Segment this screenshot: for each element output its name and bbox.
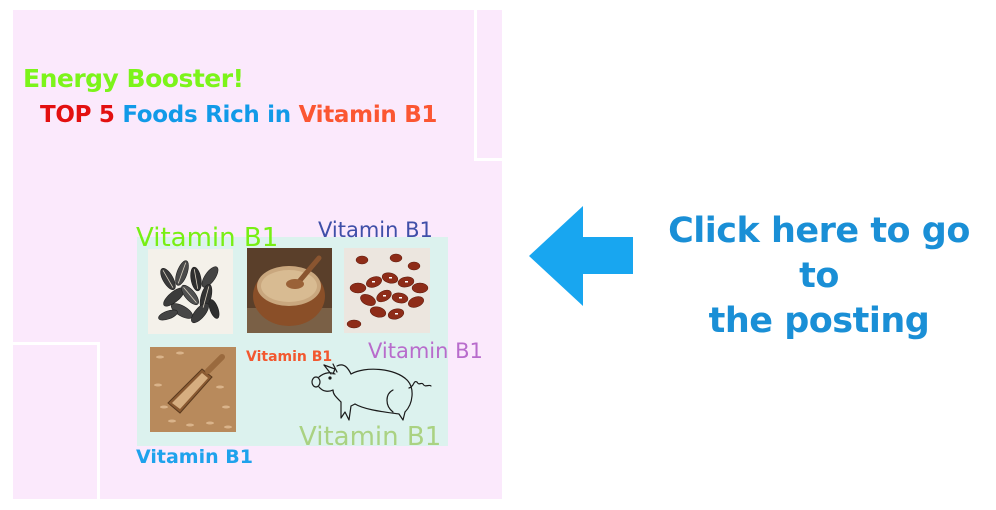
headline-line1: Energy Booster! xyxy=(23,64,244,93)
arrow-left-icon xyxy=(529,206,633,306)
decorative-frame-top-right xyxy=(474,10,502,161)
vitamin-label-green: Vitamin B1 xyxy=(136,223,279,253)
headline-foods-rich-in: Foods Rich in xyxy=(122,102,291,128)
headline-vitamin-b1: Vitamin B1 xyxy=(298,102,438,128)
cta-line-2: the posting xyxy=(708,301,930,341)
vitamin-label-purple: Vitamin B1 xyxy=(368,339,483,363)
sunflower-seeds-icon xyxy=(148,249,233,334)
vitamin-label-orange: Vitamin B1 xyxy=(246,349,333,365)
kidney-beans-image xyxy=(344,248,430,333)
brown-rice-image xyxy=(150,347,236,432)
beans-icon xyxy=(344,248,430,333)
whole-grain-bowl-image xyxy=(247,248,332,333)
sunflower-seeds-image xyxy=(148,249,233,334)
pig-drawing-icon xyxy=(311,363,432,421)
vitamin-label-blue: Vitamin B1 xyxy=(136,446,253,468)
headline-top5-label: TOP 5 xyxy=(40,102,115,128)
grain-bowl-icon xyxy=(247,248,332,333)
cta-text[interactable]: Click here to go to the posting xyxy=(646,209,992,344)
rice-scoop-icon xyxy=(150,347,236,432)
vitamin-label-light-green: Vitamin B1 xyxy=(299,422,442,452)
go-to-posting-link[interactable]: Click here to go to the posting xyxy=(520,195,996,341)
headline-energy-booster: Energy Booster! xyxy=(23,64,244,93)
decorative-frame-bottom-left xyxy=(13,342,100,499)
headline-top5: TOP 5 Foods Rich in Vitamin B1 xyxy=(40,102,437,128)
vitamin-label-navy: Vitamin B1 xyxy=(318,218,433,242)
cta-line-1: Click here to go to xyxy=(668,211,970,296)
